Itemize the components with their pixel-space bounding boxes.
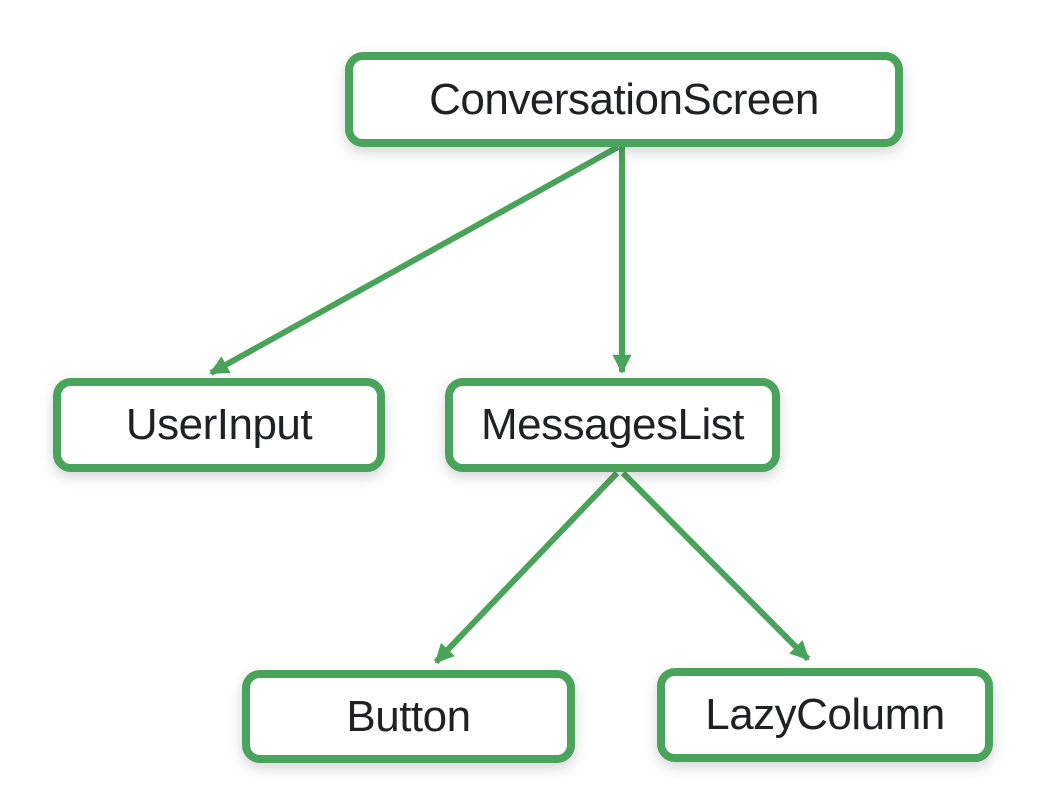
node-button-label: Button [346, 691, 471, 741]
node-user-input-label: UserInput [125, 400, 313, 449]
node-messages-list: MessagesList [445, 378, 780, 472]
node-messages-list-label: MessagesList [480, 400, 745, 449]
edge-messageslist-button [433, 470, 620, 665]
edge-messageslist-lazycolumn [620, 470, 811, 662]
node-conversation-screen: ConversationScreen [345, 52, 903, 147]
node-user-input: UserInput [53, 378, 385, 472]
node-button: Button [242, 670, 575, 763]
node-lazy-column-label: LazyColumn [705, 690, 945, 739]
edge-conversationscreen-userinput [209, 144, 620, 376]
node-lazy-column: LazyColumn [657, 668, 993, 762]
node-conversation-screen-label: ConversationScreen [429, 74, 819, 124]
